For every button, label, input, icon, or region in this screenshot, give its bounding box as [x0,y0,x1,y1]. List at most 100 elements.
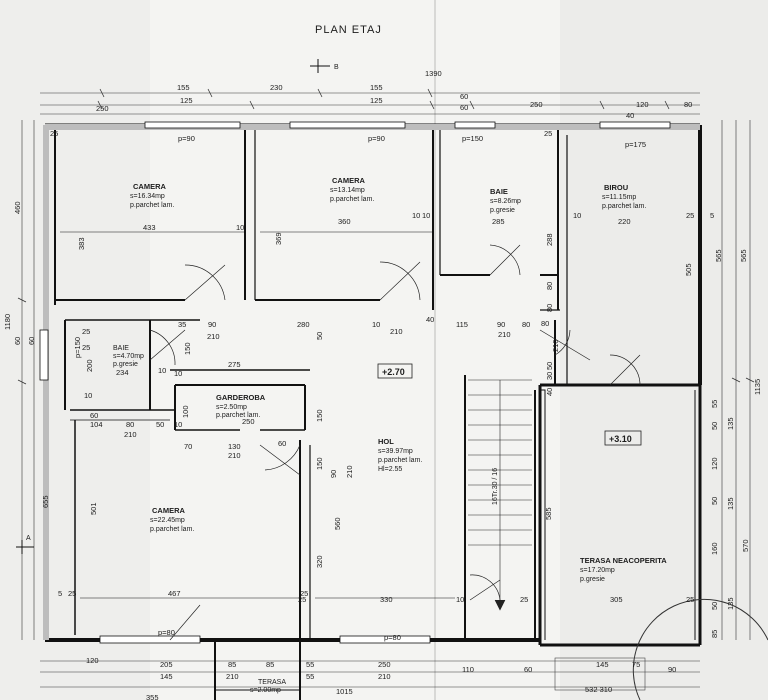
dim-label: 1015 [336,687,353,696]
dim-label: 60 [460,103,468,112]
dim-label: 80 [684,100,692,109]
room-name-hol: HOL [378,437,394,446]
dim-label: 90 [497,320,505,329]
dim-label: 100 [181,405,190,418]
dim-label: 120 [86,656,99,665]
dim-label: 80 [541,319,549,328]
dim-label: 50 [710,497,719,505]
level-mark-hol: +2.70 [382,367,405,377]
dim-label: 250 [242,417,255,426]
dim-label: 90 [668,665,676,674]
dim-label: p=90 [368,134,385,143]
dim-label: 104 [90,420,103,429]
room-name-baie-2: BAIE [113,345,129,352]
room-area-camera-2: s=13.14mp [330,187,365,194]
dim-label: 25 [298,595,306,604]
dim-label: 150 [315,457,324,470]
drawing-title: PLAN ETAJ [315,24,382,36]
room-height-hol: Hl=2.55 [378,466,402,473]
level-box-terrace [604,430,642,446]
dim-label: 25 [686,595,694,604]
stamp-box [554,657,646,691]
room-name-camera-1: CAMERA [133,182,166,191]
dim-label: 75 [632,660,640,669]
section-markers [16,59,330,554]
dim-label: 145 [160,672,173,681]
dim-label: 25 [300,589,308,598]
dim-label: 25 [686,211,694,220]
dim-label: 85 [228,660,236,669]
dim-label: 369 [274,232,283,245]
dim-label: 10 [236,223,244,232]
dim-label: 433 [143,223,156,232]
dim-label: 130 [228,442,241,451]
dim-label: 60 [90,411,98,420]
dim-label: 210 [498,330,511,339]
dim-label: 285 [492,217,505,226]
dim-label: 85 [266,660,274,669]
room-area-baie-1: s=8.26mp [490,198,521,205]
dim-label: 60 [524,665,532,674]
dim-label: p=175 [625,140,646,149]
seal-stamp-arc [632,598,768,700]
dim-label: 275 [228,360,241,369]
dim-label: 10 [573,211,581,220]
dim-label: 90 [208,320,216,329]
stair-label: 16Tr.30 / 16 [492,468,499,505]
dim-label: 60 [13,337,22,345]
dim-label: 160 [710,542,719,555]
dim-label: p=150 [462,134,483,143]
dim-label: 80 [545,282,554,290]
dim-label: 90 [329,470,338,478]
dim-label: 234 [116,368,129,377]
dim-label: 1135 [753,379,762,395]
dim-label: p=80 [158,628,175,637]
dim-label: 120 [636,100,649,109]
windows [39,121,671,644]
room-name-terasa: TERASA [258,679,286,686]
dim-label: 10 [456,595,464,604]
dim-label: p=150 [73,337,82,358]
dim-label: 383 [77,237,86,250]
dim-label: 155 [177,83,190,92]
room-name-baie-1: BAIE [490,187,508,196]
dim-label: 25 [68,589,76,598]
dim-label: 60 [278,439,286,448]
paper-shadow-right [560,0,768,700]
room-area-baie-2: s=4.70mp [113,353,144,360]
dim-label: 155 [370,83,383,92]
dim-label: 210 [390,327,403,336]
room-area-birou: s=11.15mp [602,194,636,201]
dim-label: 125 [180,96,193,105]
room-floor-camera-3: p.parchet lam. [150,526,194,533]
dim-label: 305 [610,595,623,604]
room-name-birou: BIROU [604,183,628,192]
dim-label: 85 [710,630,719,638]
dim-label: 210 [207,332,220,341]
dim-label: 80 [126,420,134,429]
dim-label: 60 [27,337,36,345]
room-name-terasa-neacoperita: TERASA NEACOPERITA [580,556,667,565]
dim-label: 80 [522,320,530,329]
dim-label: 560 [333,517,342,530]
room-name-garderoba: GARDEROBA [216,393,266,402]
dim-label: 10 [372,320,380,329]
level-box-hol [377,363,413,379]
room-area-terasa: s=2.00mp [250,687,281,694]
dim-label: 230 [270,83,283,92]
dim-label: 1390 [425,69,442,78]
room-floor-baie-1: p.gresie [490,207,515,214]
dim-label: 10 [422,211,430,220]
dim-label: 135 [726,597,735,610]
dim-label: 40 [426,315,434,324]
dim-label: 1180 [3,314,12,330]
dim-label: 110 [462,665,474,674]
dim-label: 288 [545,233,554,246]
dim-label: 70 [184,442,192,451]
room-area-garderoba: s=2.50mp [216,404,247,411]
dim-label: 330 [380,595,393,604]
dim-label: 120 [710,457,719,470]
dim-label: 135 [726,417,735,430]
dim-label: 10 [412,211,420,220]
